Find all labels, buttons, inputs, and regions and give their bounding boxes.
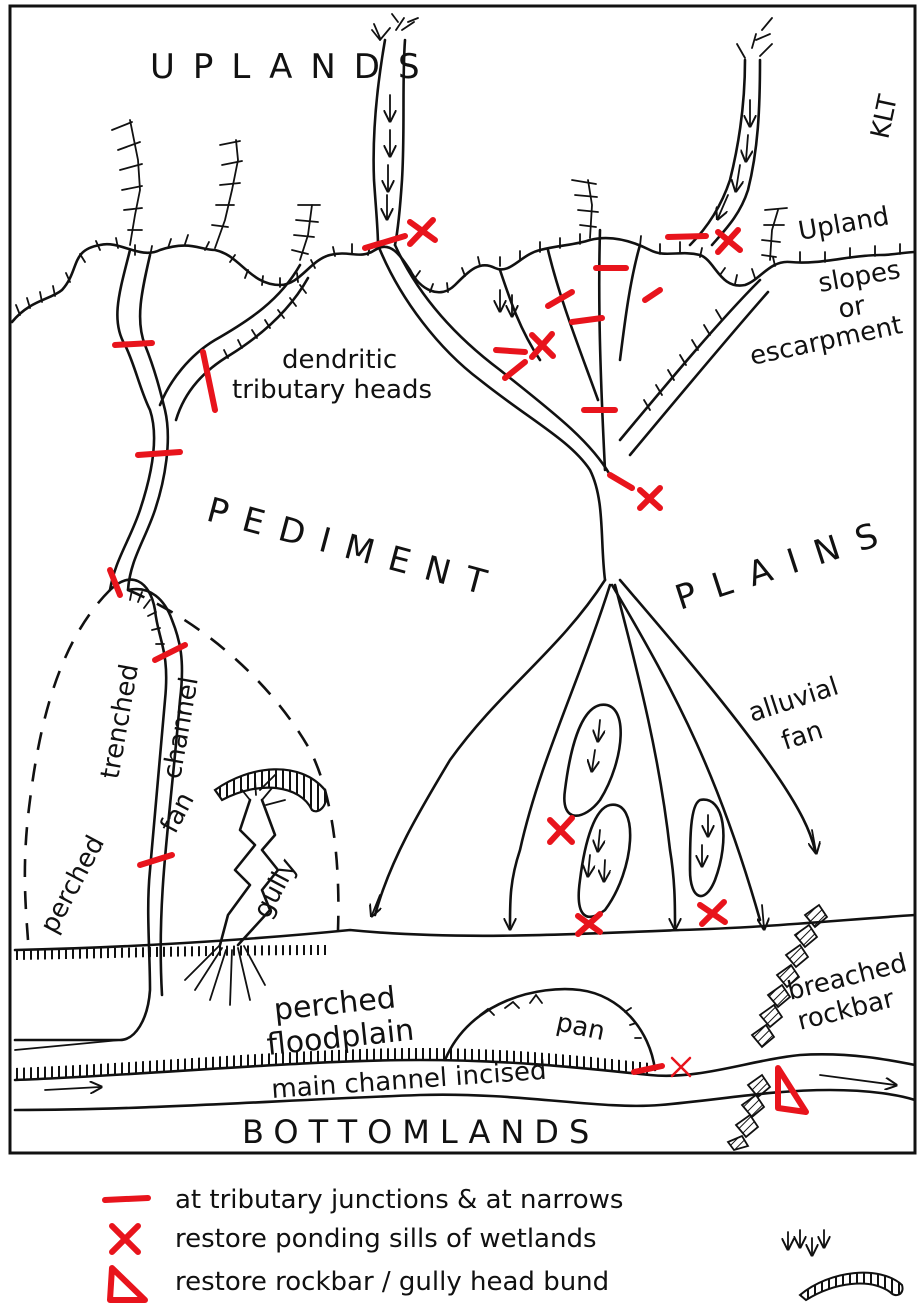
label-channel: channel xyxy=(157,675,204,782)
legend-sill-swatch xyxy=(112,1226,138,1252)
uplands-title: UPLANDS xyxy=(150,47,438,87)
label-fan-2: fan xyxy=(155,787,201,838)
label-gully: gully xyxy=(248,854,304,924)
label-trenched: trenched xyxy=(95,662,145,782)
label-alluvial: alluvial xyxy=(745,672,842,729)
wetland-lenses xyxy=(564,705,723,917)
label-dendritic: dendritic xyxy=(282,345,397,375)
escarpment-ticks xyxy=(16,234,900,315)
floodplain-edge-hatch xyxy=(15,945,330,960)
channel-flow-arrow-left xyxy=(45,1087,100,1090)
label-escarpment: escarpment xyxy=(747,310,905,372)
legend-item-sills: restore ponding sills of wetlands xyxy=(175,1224,597,1254)
floodplain-edge xyxy=(15,915,915,950)
channel-flow-arrow-right xyxy=(820,1075,895,1085)
label-tributary-heads: tributary heads xyxy=(232,375,432,405)
label-fan: fan xyxy=(778,715,827,756)
ponding-sill-markers xyxy=(410,220,740,1076)
label-pan: pan xyxy=(554,1008,608,1048)
legend-junction-swatch xyxy=(105,1198,148,1200)
legend: at tributary junctions & at narrows rest… xyxy=(105,1185,903,1300)
label-pediment: PEDIMENT xyxy=(203,490,506,607)
legend-rockbar-swatch xyxy=(110,1268,145,1300)
label-perched-fan: perched xyxy=(35,831,111,939)
escarpment-edge xyxy=(12,238,915,322)
legend-item-rockbar: restore rockbar / gully head bund xyxy=(175,1267,609,1297)
central-trunk xyxy=(378,230,768,580)
legend-item-junctions: at tributary junctions & at narrows xyxy=(175,1185,623,1215)
trenched-channel xyxy=(15,580,182,1050)
bottomlands-title: BOTTOMLANDS xyxy=(242,1113,599,1151)
label-upland: Upland xyxy=(796,201,892,246)
signature: KLT xyxy=(866,92,904,141)
right-upland-stream xyxy=(690,18,772,245)
legend-bund-swatch xyxy=(800,1273,903,1300)
label-plains: PLAINS xyxy=(670,510,900,619)
legend-wetland-arrows xyxy=(788,1230,824,1254)
